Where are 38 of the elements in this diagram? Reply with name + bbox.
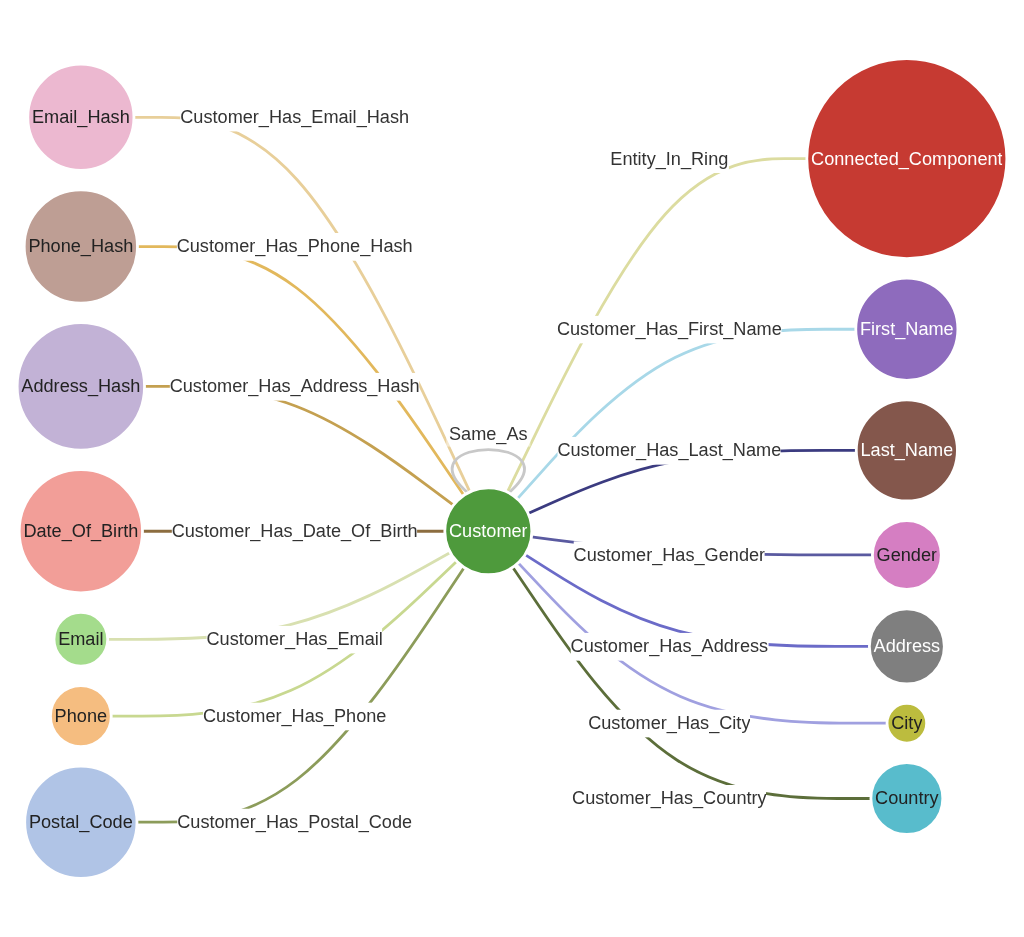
node-circle: Address bbox=[868, 607, 946, 686]
node-circle: Address_Hash bbox=[15, 321, 146, 452]
edge-label: Customer_Has_Gender bbox=[573, 544, 766, 566]
connector bbox=[133, 115, 472, 493]
edge-label: Entity_In_Ring bbox=[610, 147, 729, 169]
edge-label: Customer_Has_Email_Hash bbox=[180, 106, 410, 128]
node-circle: First_Name bbox=[854, 276, 960, 382]
node-circle: Phone_Hash bbox=[22, 188, 139, 305]
edge-label: Customer_Has_Phone bbox=[202, 705, 387, 727]
connector bbox=[516, 327, 856, 500]
edge-label: Customer_Has_Address_Hash bbox=[169, 375, 420, 397]
node-circle: City bbox=[885, 702, 929, 745]
node-circle: Postal_Code bbox=[23, 764, 139, 880]
edge-label: Customer_Has_First_Name bbox=[556, 318, 782, 340]
node-circle: Date_Of_Birth bbox=[17, 468, 144, 595]
connector bbox=[511, 566, 871, 800]
node-circle: Email bbox=[52, 611, 110, 668]
node-circle: Phone bbox=[49, 684, 113, 748]
node-circle: Connected_Component bbox=[805, 57, 1009, 261]
edge-label: Customer_Has_Phone_Hash bbox=[176, 235, 413, 257]
connector bbox=[111, 560, 458, 718]
node-circle: Customer bbox=[443, 486, 534, 577]
edge-label: Customer_Has_Last_Name bbox=[557, 439, 782, 461]
edge-label: Customer_Has_Country bbox=[572, 787, 767, 809]
edge-label: Customer_Has_Address bbox=[570, 635, 769, 657]
edge-label: Customer_Has_Email bbox=[206, 628, 383, 650]
connector bbox=[517, 561, 888, 725]
edge-label: Customer_Has_City bbox=[588, 712, 751, 734]
node-circle: Last_Name bbox=[854, 398, 959, 503]
connector bbox=[137, 245, 465, 497]
connector bbox=[136, 566, 466, 824]
connector bbox=[451, 448, 526, 494]
node-circle: Gender bbox=[871, 519, 943, 591]
edge-label: Customer_Has_Postal_Code bbox=[177, 811, 413, 833]
node-circle: Email_Hash bbox=[26, 62, 136, 172]
node-circle: Country bbox=[869, 761, 945, 836]
edge-label: Customer_Has_Date_Of_Birth bbox=[171, 520, 418, 542]
connector bbox=[506, 157, 807, 493]
